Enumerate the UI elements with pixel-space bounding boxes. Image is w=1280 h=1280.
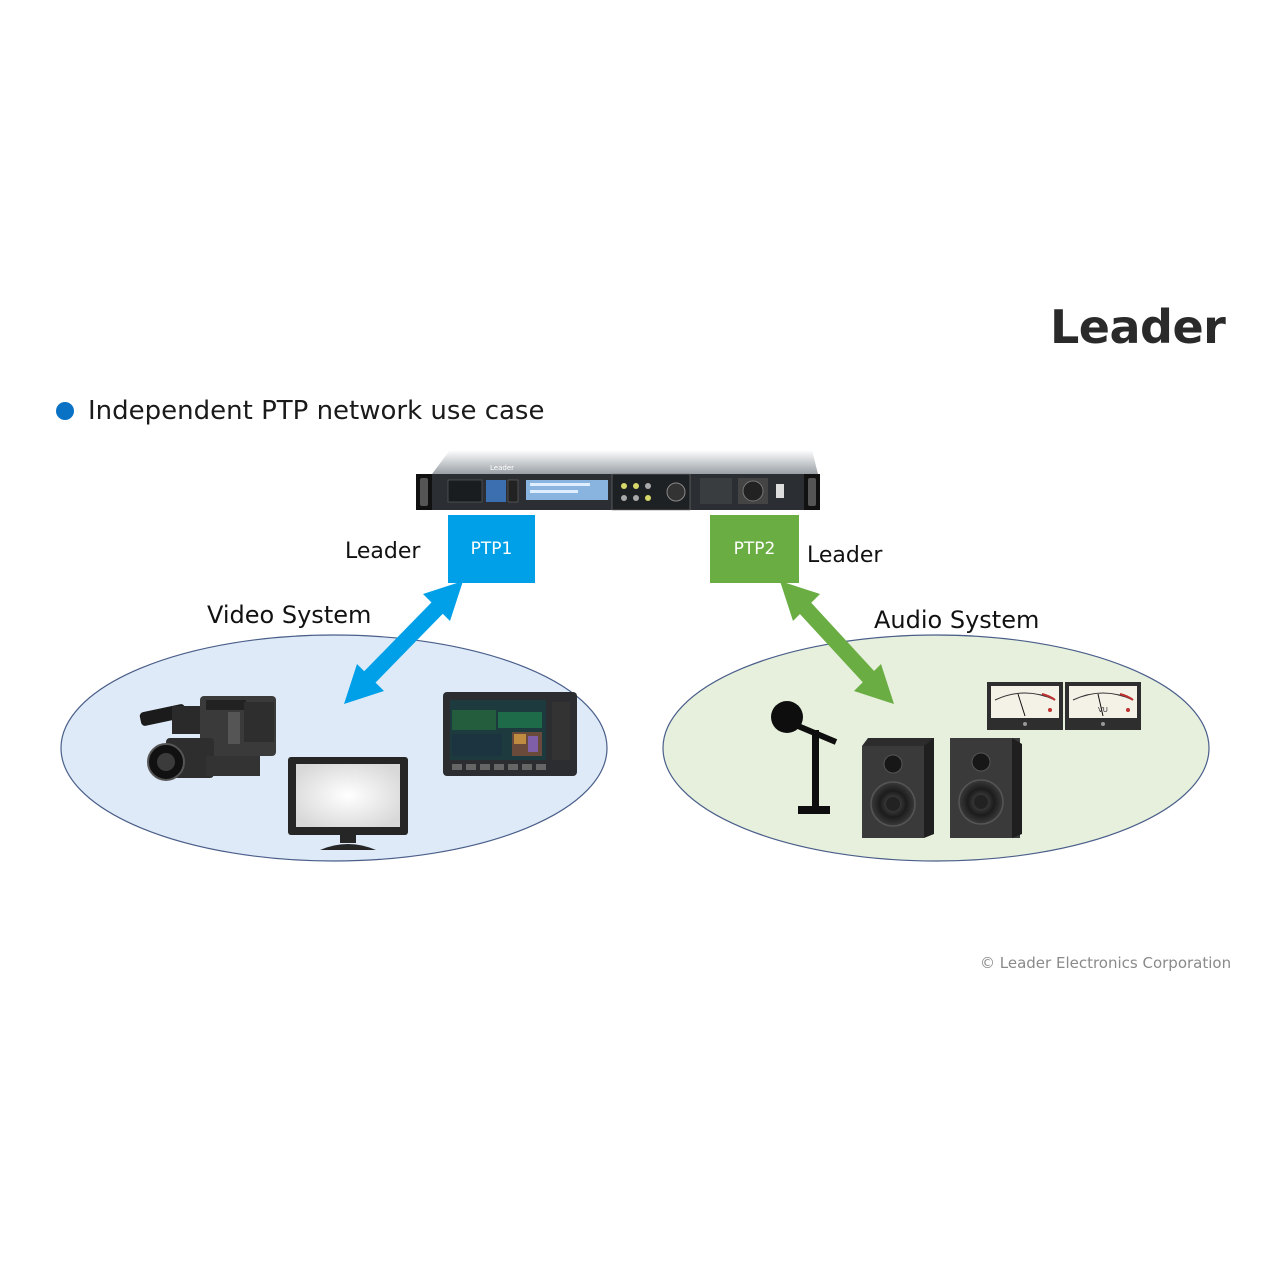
audio-system-area	[662, 634, 1210, 862]
leader-logo: Leader	[1050, 300, 1226, 354]
monitor-icon	[288, 757, 408, 850]
camcorder-icon	[139, 696, 276, 781]
ptp2-label: PTP2	[733, 539, 776, 559]
copyright-notice: © Leader Electronics Corporation	[980, 954, 1232, 972]
vu-label: VU	[1098, 706, 1108, 714]
vu-meter-icon: VU	[1065, 682, 1141, 730]
ptp1-label: PTP1	[470, 539, 513, 559]
ptp-generator-device: Leader	[416, 450, 820, 511]
microphone-icon	[771, 701, 838, 814]
ptp2-link-arrow	[780, 581, 894, 704]
video-system-area	[60, 634, 608, 862]
ptp1-link-arrow	[344, 581, 463, 704]
section-heading: Independent PTP network use case	[56, 396, 544, 426]
bullet-icon	[56, 402, 74, 420]
page-title: Independent PTP network use case	[88, 396, 545, 426]
ptp2-role-label: Leader	[807, 543, 883, 568]
waveform-monitor-icon	[443, 692, 577, 776]
video-system-label: Video System	[207, 601, 372, 629]
audio-system-label: Audio System	[874, 606, 1040, 634]
device-badge: Leader	[490, 464, 514, 472]
ptp1-port-box: PTP1	[448, 515, 535, 583]
ptp2-port-box: PTP2	[710, 515, 799, 583]
speaker-icon	[950, 738, 1022, 838]
vu-meter-icon	[987, 682, 1063, 730]
ptp1-role-label: Leader	[345, 539, 421, 564]
speaker-icon	[862, 738, 934, 838]
